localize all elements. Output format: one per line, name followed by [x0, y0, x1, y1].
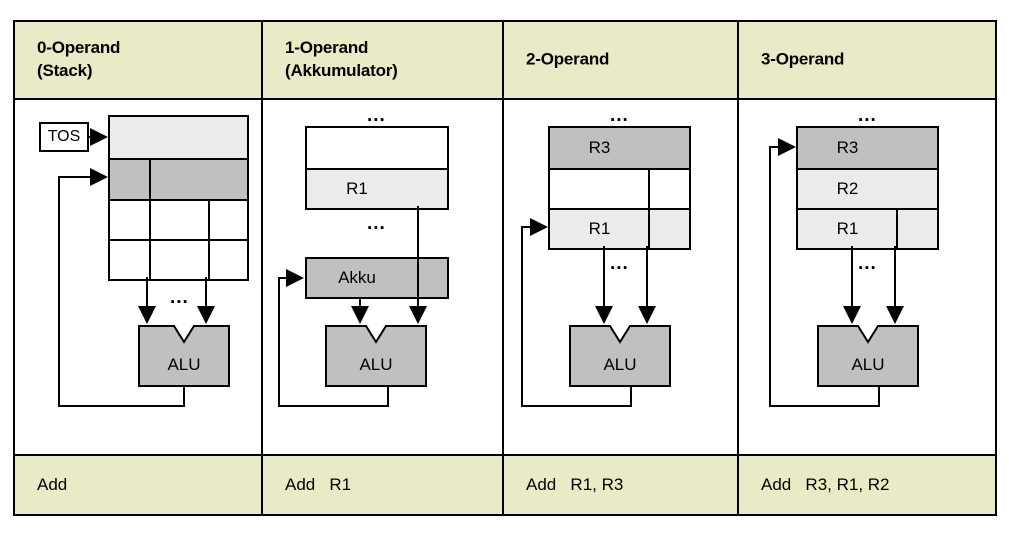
reg2-datapath-internal [648, 168, 650, 248]
register2-arrows [521, 218, 656, 407]
register3-arrows [769, 138, 904, 407]
diagram-cell-2-operand: ... R3 R1 ... [502, 100, 737, 454]
tos-label: TOS [47, 128, 81, 145]
header-label-0-operand: 0-Operand (Stack) [37, 38, 121, 80]
akku-box: Akku [305, 257, 449, 299]
reg3-ellipsis-top: ... [858, 105, 877, 126]
instruction-label-3-operand: Add R3, R1, R2 [761, 475, 890, 494]
diagram-cell-1-operand: ... R1 ... Akku [261, 100, 502, 454]
accumulator-arrows [278, 206, 427, 407]
register-row-r3-label: R3 [588, 138, 611, 157]
instruction-label-1-operand: Add R1 [285, 475, 352, 494]
tos-pointer-box: TOS [39, 122, 89, 152]
alu-label-0: ALU [167, 355, 201, 374]
accu-ellipsis-bottom: ... [367, 213, 386, 234]
akku-label: Akku [338, 268, 376, 287]
instruction-cell-1-operand: Add R1 [261, 456, 502, 514]
header-label-1-operand: 1-Operand (Akkumulator) [285, 38, 398, 80]
alu-shape-1: ALU [325, 325, 427, 387]
accumulator-diagram: ... R1 ... Akku [263, 100, 502, 454]
register3-row-r2: R2 [798, 168, 937, 208]
diagram-cell-0-operand: TOS ... [15, 100, 261, 454]
stack-row-1 [110, 117, 247, 158]
instruction-cell-3-operand: Add R3, R1, R2 [737, 456, 995, 514]
register3-row-r3-label: R3 [836, 138, 859, 157]
stack-datapath-a-internal [149, 158, 151, 279]
register2-diagram: ... R3 R1 ... [504, 100, 737, 454]
header-cell-1-operand: 1-Operand (Akkumulator) [261, 22, 502, 98]
diagram-cell-3-operand: ... R3 R2 R1 ... [737, 100, 995, 454]
register-file-3: R3 R2 R1 [796, 126, 939, 250]
stack-row-2 [110, 158, 247, 199]
header-label-3-operand: 3-Operand [761, 49, 845, 69]
header-cell-2-operand: 2-Operand [502, 22, 737, 98]
stack-datapath-b-internal [208, 199, 210, 279]
table-header-row: 0-Operand (Stack) 1-Operand (Akkumulator… [15, 22, 995, 100]
register3-row-r1: R1 [798, 208, 937, 248]
header-cell-3-operand: 3-Operand [737, 22, 995, 98]
header-cell-0-operand: 0-Operand (Stack) [15, 22, 261, 98]
stack-diagram: TOS ... [15, 100, 261, 454]
alu-shape-3: ALU [817, 325, 919, 387]
reg2-ellipsis-top: ... [610, 105, 629, 126]
instruction-cell-2-operand: Add R1, R3 [502, 456, 737, 514]
alu-shape-2: ALU [569, 325, 671, 387]
stack-row-4 [110, 239, 247, 279]
stack-row-3 [110, 199, 247, 239]
alu-label-1: ALU [359, 355, 393, 374]
table-diagram-row: TOS ... [15, 100, 995, 456]
accu-ellipsis-top: ... [367, 105, 386, 126]
table-instruction-row: Add Add R1 Add R1, R3 Add R3, R1, R2 [15, 456, 995, 514]
alu-shape-0: ALU [138, 325, 230, 387]
register3-row-r2-label: R2 [836, 179, 859, 198]
stack-arrows [58, 128, 215, 407]
register-row-empty-2 [550, 168, 689, 208]
register-row-r1-label: R1 [588, 219, 611, 238]
register3-row-r3: R3 [798, 128, 937, 168]
memory-row-r1: R1 [307, 168, 447, 208]
register-file-2: R3 R1 [548, 126, 691, 250]
reg3-datapath-internal [896, 208, 898, 248]
memory-box-1: R1 [305, 126, 449, 210]
instruction-label-2-operand: Add R1, R3 [526, 475, 624, 494]
alu-label-2: ALU [603, 355, 637, 374]
register-row-r3: R3 [550, 128, 689, 168]
header-label-2-operand: 2-Operand [526, 49, 610, 69]
register3-row-r1-label: R1 [836, 219, 859, 238]
register3-diagram: ... R3 R2 R1 ... [739, 100, 995, 454]
operand-architecture-table: 0-Operand (Stack) 1-Operand (Akkumulator… [13, 20, 997, 516]
alu-label-3: ALU [851, 355, 885, 374]
reg3-ellipsis-bottom: ... [858, 253, 877, 274]
memory-row-r1-label: R1 [346, 179, 368, 198]
memory-row-empty-1 [307, 128, 447, 168]
stack-box [108, 115, 249, 281]
stack-ellipsis: ... [170, 287, 189, 308]
instruction-label-0-operand: Add [37, 475, 68, 494]
instruction-cell-0-operand: Add [15, 456, 261, 514]
register-row-r1: R1 [550, 208, 689, 248]
reg2-ellipsis-bottom: ... [610, 253, 629, 274]
